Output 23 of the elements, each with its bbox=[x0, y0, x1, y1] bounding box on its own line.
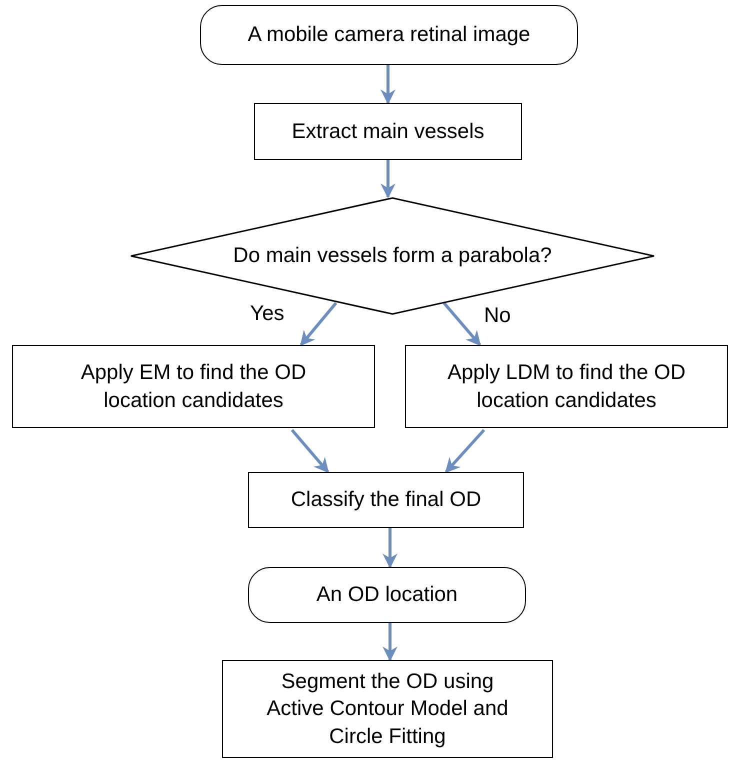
node-text: Do main vessels form a parabola? bbox=[233, 243, 552, 270]
node-text: Apply LDM to find the OD location candidates bbox=[446, 360, 687, 414]
process-box bbox=[248, 472, 524, 528]
arrow bbox=[380, 160, 396, 198]
arrow bbox=[382, 623, 398, 662]
arrow bbox=[444, 429, 486, 474]
arrow bbox=[382, 528, 398, 568]
process-box bbox=[12, 345, 375, 428]
terminal-box bbox=[248, 567, 526, 623]
terminal-box bbox=[200, 5, 578, 65]
arrow bbox=[290, 429, 330, 474]
process-box bbox=[405, 345, 728, 428]
arrow bbox=[442, 302, 482, 346]
arrow bbox=[380, 65, 396, 104]
node-text: An OD location bbox=[316, 582, 458, 608]
arrow bbox=[300, 302, 338, 346]
node-text: Apply EM to find the OD location candidates bbox=[80, 360, 308, 414]
node-text: Classify the final OD bbox=[290, 487, 482, 514]
process-box bbox=[222, 660, 553, 758]
node-text: Segment the OD using Active Contour Model and Circle Fitting bbox=[266, 669, 510, 750]
node-text: Extract main vessels bbox=[292, 118, 484, 145]
node-text: A mobile camera retinal image bbox=[248, 22, 530, 48]
process-box bbox=[254, 103, 522, 160]
